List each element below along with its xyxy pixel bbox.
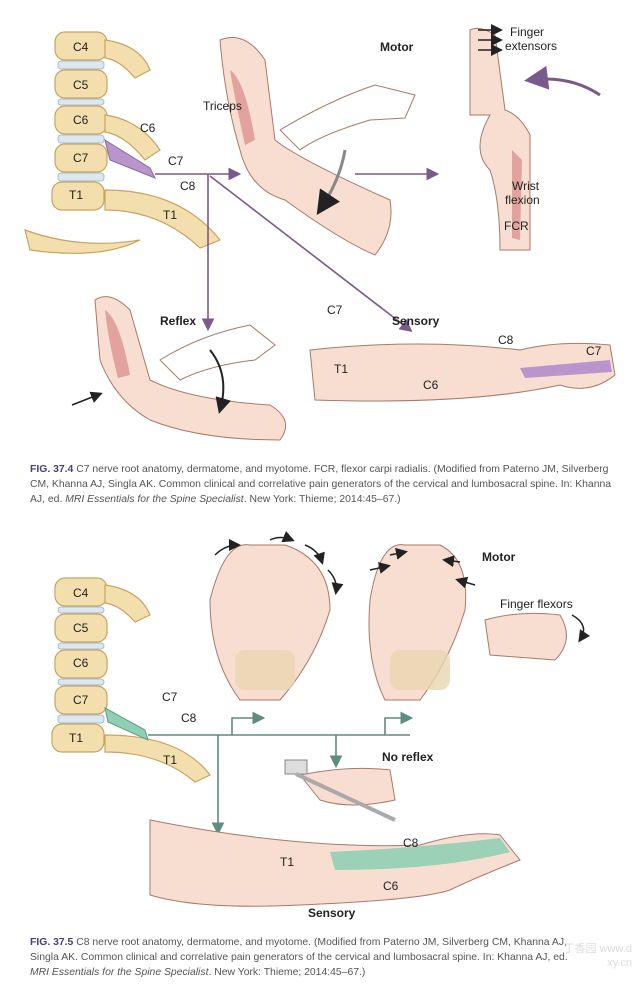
- caption-fig-label: FIG. 37.5: [30, 937, 74, 948]
- vertebra-c6-label: C6: [73, 113, 89, 127]
- root-t1-label: T1: [163, 208, 178, 222]
- motor-label: Motor: [380, 40, 414, 54]
- finger-extensors-label-2: extensors: [505, 39, 558, 53]
- root-c6-label: C6: [140, 121, 156, 135]
- no-reflex-label: No reflex: [382, 750, 434, 764]
- root-t1-label: T1: [163, 753, 178, 767]
- root-c8-label: C8: [180, 179, 196, 193]
- vertebra-c7-label: C7: [73, 693, 89, 707]
- dermatome-c8-label: C8: [403, 836, 419, 850]
- spine-fig1: [24, 31, 221, 254]
- motor-label: Motor: [482, 550, 516, 564]
- sensory-label: Sensory: [308, 906, 356, 920]
- caption-tail: . New York: Thieme; 2014:45–67.): [243, 494, 401, 505]
- wrist-flexion-label-1: Wrist: [512, 179, 540, 193]
- spine-fig2: [51, 577, 211, 783]
- caption-book-title: MRI Essentials for the Spine Specialist: [65, 494, 244, 505]
- dermatome-t1-label: T1: [334, 362, 349, 376]
- c7-branch-label: C7: [327, 303, 343, 317]
- dermatome-c7-label: C7: [586, 344, 602, 358]
- triceps-label: Triceps: [203, 99, 242, 113]
- dermatome-c6-label: C6: [423, 378, 439, 392]
- figure-37-5-caption: FIG. 37.5 C8 nerve root anatomy, dermato…: [30, 935, 570, 980]
- figure-37-4-caption: FIG. 37.4 C7 nerve root anatomy, dermato…: [30, 462, 620, 507]
- c8-nerve-root: [104, 707, 149, 741]
- reflex-label: Reflex: [160, 314, 197, 328]
- vertebra-c4-label: C4: [73, 40, 89, 54]
- caption-book-title: MRI Essentials for the Spine Specialist: [30, 967, 209, 978]
- vertebra-t1-label: T1: [69, 188, 84, 202]
- finger-extensors-label-1: Finger: [510, 25, 545, 39]
- caption-tail: . New York: Thieme; 2014:45–67.): [208, 967, 366, 978]
- vertebra-c5-label: C5: [73, 621, 89, 635]
- fcr-label: FCR: [504, 219, 529, 233]
- root-c7-label: C7: [168, 154, 184, 168]
- caption-text: C8 nerve root anatomy, dermatome, and my…: [30, 937, 568, 963]
- caption-fig-label: FIG. 37.4: [30, 464, 74, 475]
- root-c8-label: C8: [181, 711, 197, 725]
- vertebra-t1-label: T1: [69, 731, 84, 745]
- wrist-flexion-label-2: flexion: [505, 193, 540, 207]
- caption-text: C7 nerve root anatomy, dermatome, and my…: [30, 464, 612, 505]
- c7-nerve-root: [104, 138, 157, 179]
- vertebra-c4-label: C4: [73, 586, 89, 600]
- sensory-label: Sensory: [392, 314, 440, 328]
- dermatome-c6-label: C6: [383, 879, 399, 893]
- vertebra-c5-label: C5: [73, 78, 89, 92]
- watermark: 丁香园 www.dxy.cn: [563, 943, 632, 969]
- root-c7-label: C7: [162, 690, 178, 704]
- vertebra-c6-label: C6: [73, 656, 89, 670]
- vertebra-c7-label: C7: [73, 151, 89, 165]
- finger-flexors-label: Finger flexors: [500, 597, 573, 611]
- dermatome-t1-label: T1: [280, 855, 295, 869]
- dermatome-c8-label: C8: [498, 333, 514, 347]
